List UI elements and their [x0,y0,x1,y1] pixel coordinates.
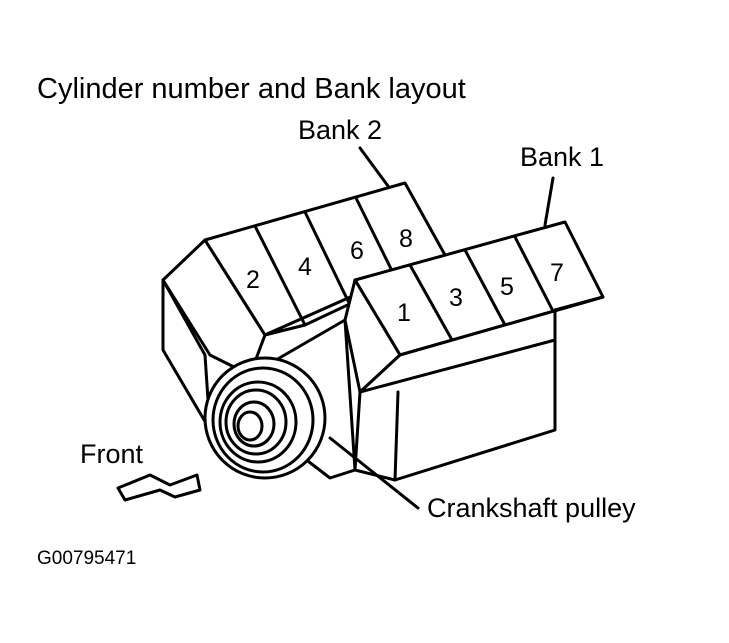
diagram-title: Cylinder number and Bank layout [37,73,466,105]
cylinder-2-label: 2 [246,266,260,294]
pulley-label: Crankshaft pulley [427,493,636,523]
figure-code: G00795471 [37,548,136,569]
bank2-leader-line [358,146,390,188]
bank1-divider-2 [463,248,507,327]
cylinder-1-label: 1 [397,299,411,327]
crankshaft-pulley [203,356,327,480]
bank2-end-face [161,238,267,377]
cylinder-8-label: 8 [399,225,413,253]
block-corner-line [393,390,400,482]
bank2-divider-2 [303,210,352,307]
cylinder-3-label: 3 [449,284,463,312]
cylinder-5-label: 5 [500,273,514,301]
bank2-divider-1 [253,224,307,327]
bank1-leader-line [543,176,555,227]
bank1-divider-1 [408,263,454,342]
cylinder-7-label: 7 [550,259,564,287]
pulley-leader-line [328,436,420,510]
front-arrow-icon [116,473,202,502]
bank1-label: Bank 1 [520,142,604,172]
bank2-label: Bank 2 [298,115,382,145]
cylinder-4-label: 4 [298,253,312,281]
front-label: Front [80,439,144,469]
bank1-divider-3 [513,235,555,313]
cylinder-6-label: 6 [350,237,364,265]
block-edge-line [358,338,557,394]
